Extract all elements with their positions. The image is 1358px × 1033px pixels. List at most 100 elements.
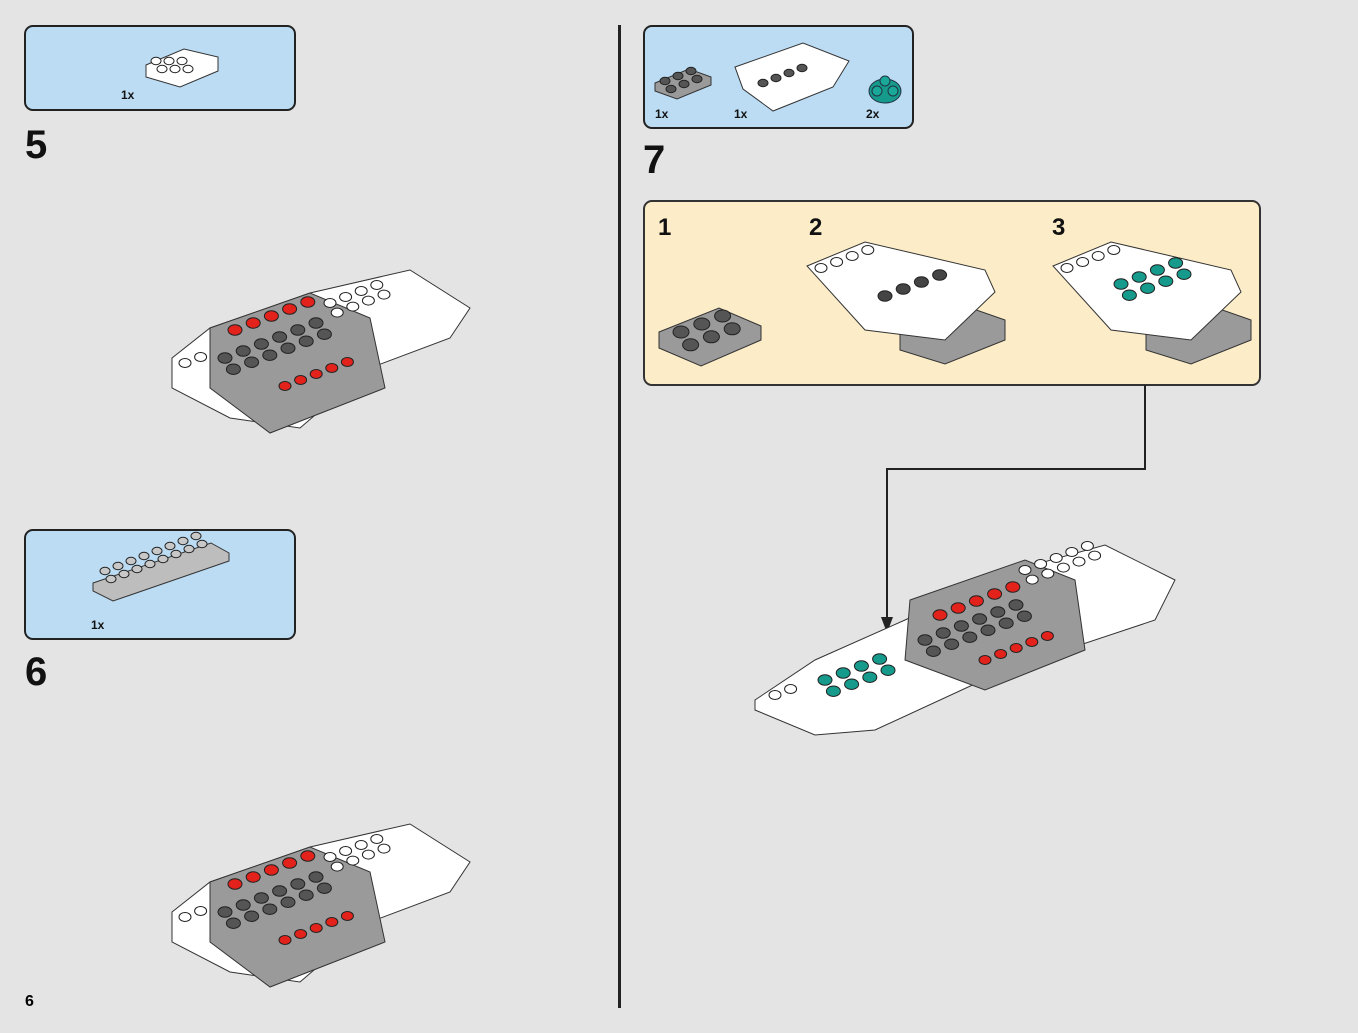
stud bbox=[361, 295, 375, 306]
stud bbox=[672, 71, 684, 81]
stud bbox=[316, 882, 332, 894]
stud bbox=[217, 906, 233, 918]
stud bbox=[308, 871, 324, 883]
stud-group bbox=[1060, 245, 1121, 273]
stud-group bbox=[672, 309, 741, 352]
stud-group bbox=[1018, 541, 1102, 585]
stud bbox=[138, 551, 150, 561]
stud bbox=[325, 363, 339, 373]
stud bbox=[244, 356, 260, 368]
stud bbox=[118, 569, 130, 579]
stud bbox=[872, 653, 888, 665]
stud bbox=[895, 283, 911, 295]
stud bbox=[300, 296, 316, 308]
stud bbox=[105, 574, 117, 584]
stud bbox=[339, 846, 353, 856]
stud-group bbox=[659, 66, 703, 94]
stud bbox=[817, 674, 833, 686]
stud bbox=[1121, 289, 1137, 301]
stud bbox=[253, 338, 269, 350]
stud bbox=[682, 338, 700, 352]
stud bbox=[278, 935, 292, 945]
stud bbox=[262, 903, 278, 915]
white-wedge-image bbox=[734, 42, 850, 112]
stud bbox=[913, 276, 929, 288]
stud bbox=[978, 655, 992, 665]
stud bbox=[796, 63, 808, 73]
stud bbox=[685, 66, 697, 76]
connector-arrow bbox=[881, 385, 1146, 633]
stud bbox=[354, 286, 368, 296]
white-slope-part-image bbox=[145, 48, 219, 88]
stud bbox=[1040, 631, 1054, 641]
grey-plate-image bbox=[92, 531, 230, 602]
part-qty: 1x bbox=[734, 107, 748, 121]
stud bbox=[835, 667, 851, 679]
stud bbox=[245, 871, 261, 883]
stud bbox=[994, 649, 1008, 659]
parts-callout-step-6: 1x bbox=[24, 529, 296, 640]
stud bbox=[757, 78, 769, 88]
stud bbox=[290, 878, 306, 890]
stud bbox=[944, 638, 960, 650]
stud bbox=[1008, 599, 1024, 611]
stud bbox=[1080, 541, 1094, 551]
stud bbox=[294, 375, 308, 385]
stud bbox=[178, 912, 192, 922]
dark-grey-plate-image bbox=[654, 66, 712, 100]
stud bbox=[194, 352, 208, 362]
stud bbox=[308, 317, 324, 329]
stud bbox=[1176, 268, 1192, 280]
stud bbox=[932, 269, 948, 281]
stud bbox=[691, 74, 703, 84]
stud bbox=[272, 885, 288, 897]
stud-group bbox=[814, 245, 875, 273]
stud-group bbox=[178, 352, 208, 368]
stud bbox=[262, 349, 278, 361]
stud bbox=[768, 690, 782, 700]
stud bbox=[316, 328, 332, 340]
stud bbox=[968, 595, 984, 607]
stud bbox=[1131, 271, 1147, 283]
substep-1-image bbox=[658, 307, 762, 367]
stud-group bbox=[978, 631, 1054, 665]
stud bbox=[784, 684, 798, 694]
stud bbox=[1168, 257, 1184, 269]
stud bbox=[972, 613, 988, 625]
stud bbox=[1072, 556, 1086, 567]
stud bbox=[157, 554, 169, 564]
stud bbox=[361, 849, 375, 860]
stud bbox=[245, 317, 261, 329]
part-qty: 1x bbox=[121, 88, 135, 102]
stud-group bbox=[917, 599, 1032, 657]
stud bbox=[144, 559, 156, 569]
stud bbox=[1088, 550, 1102, 561]
stud bbox=[370, 280, 384, 290]
stud bbox=[702, 330, 720, 344]
part-qty: 1x bbox=[655, 107, 669, 121]
stud bbox=[932, 609, 948, 621]
stud-group bbox=[323, 834, 391, 872]
stud bbox=[253, 892, 269, 904]
stud bbox=[1140, 282, 1156, 294]
stud bbox=[330, 861, 344, 872]
step-5-model-image bbox=[171, 269, 471, 434]
step-6-model-image bbox=[171, 823, 471, 988]
stud bbox=[987, 588, 1003, 600]
stud bbox=[877, 290, 893, 302]
stud bbox=[217, 352, 233, 364]
stud bbox=[370, 834, 384, 844]
stud-group bbox=[227, 850, 316, 890]
stud bbox=[917, 634, 933, 646]
stud bbox=[693, 317, 711, 331]
stud bbox=[346, 301, 360, 312]
stud bbox=[225, 917, 241, 929]
stud bbox=[280, 342, 296, 354]
stud bbox=[845, 251, 859, 261]
stud bbox=[263, 864, 279, 876]
stud bbox=[950, 602, 966, 614]
stud bbox=[294, 929, 308, 939]
stud bbox=[323, 298, 337, 308]
stud bbox=[925, 645, 941, 657]
substep-number: 1 bbox=[658, 214, 672, 241]
